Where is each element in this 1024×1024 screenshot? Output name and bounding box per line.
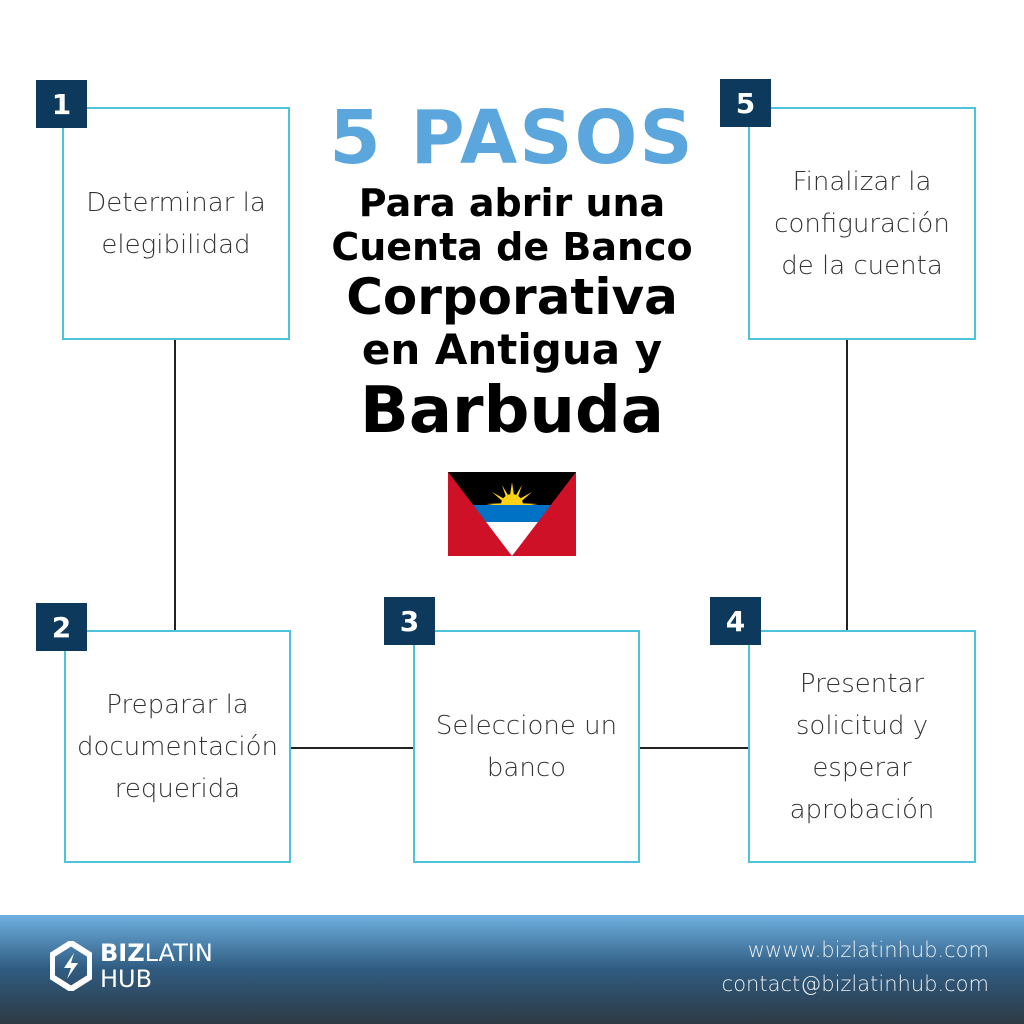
title-line: en Antigua y [361, 325, 663, 374]
step-text: Finalizar la configuración de la cuenta [774, 166, 950, 281]
step-5-badge: 5 [720, 79, 771, 127]
step-3-box: Seleccione un banco [413, 630, 640, 863]
title-line: Barbuda [360, 374, 664, 448]
step-4-box: Presentar solicitud y esperar aprobación [748, 630, 976, 863]
connector-2-3 [290, 747, 413, 749]
page-title: 5 PASOS Para abrir una Cuenta de Banco C… [300, 95, 724, 447]
logo-hub: HUB [100, 965, 153, 993]
step-5-box: Finalizar la configuración de la cuenta [748, 107, 976, 340]
step-2-box: Preparar la documentación requerida [64, 630, 291, 863]
step-1-badge: 1 [36, 80, 87, 128]
title-line: Cuenta de Banco [331, 225, 693, 269]
logo-icon [50, 941, 92, 991]
step-4-badge: 4 [710, 597, 761, 645]
step-2-badge: 2 [36, 603, 87, 651]
step-3-badge: 3 [384, 597, 435, 645]
logo-latin: LATIN [144, 939, 213, 967]
logo-biz: BIZ [100, 939, 145, 967]
step-text: Presentar solicitud y esperar aprobación [789, 668, 935, 825]
title-steps: 5 PASOS [329, 95, 695, 181]
website-link[interactable]: wwww.bizlatinhub.com [747, 938, 989, 962]
connector-1-2 [174, 339, 176, 630]
title-line: Corporativa [346, 268, 678, 326]
email-link[interactable]: contact@bizlatinhub.com [721, 972, 989, 996]
step-1-box: Determinar la elegibilidad [62, 107, 290, 340]
step-text: Seleccione un banco [435, 710, 618, 783]
step-text: Preparar la documentación requerida [76, 689, 279, 804]
title-line: Para abrir una [358, 181, 666, 225]
step-text: Determinar la elegibilidad [86, 187, 266, 260]
connector-3-4 [639, 747, 748, 749]
connector-5-4 [846, 339, 848, 630]
antigua-flag-icon [448, 472, 576, 556]
